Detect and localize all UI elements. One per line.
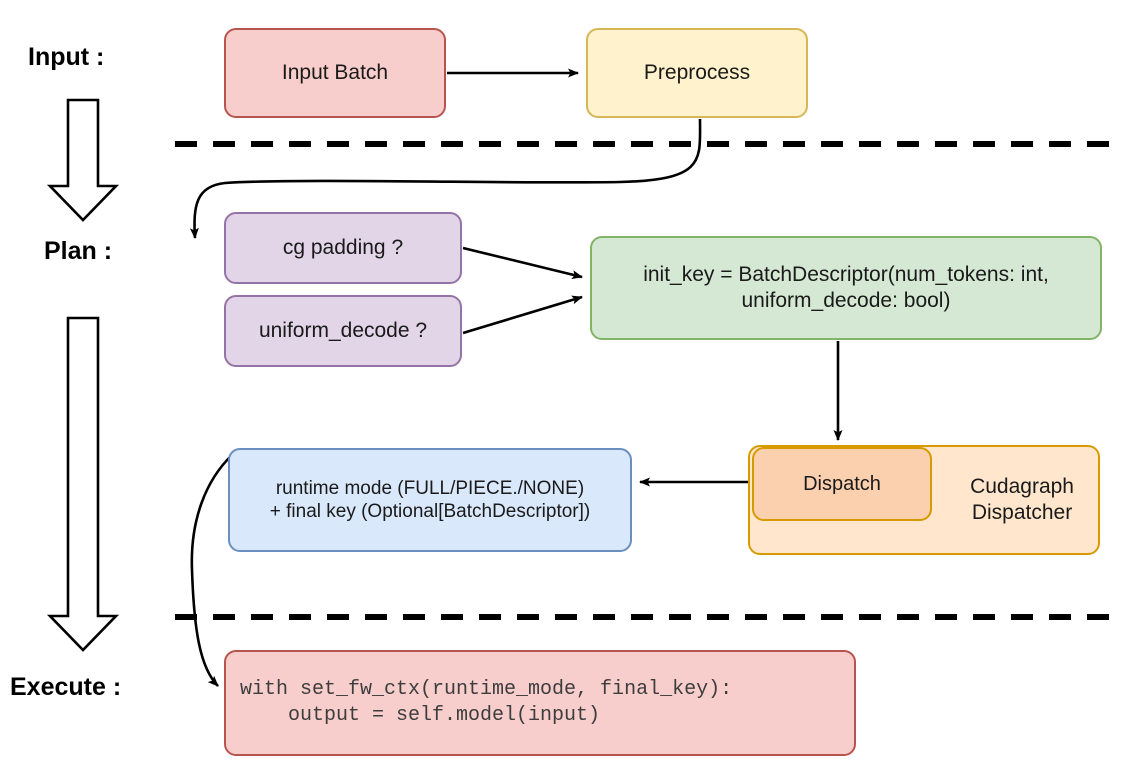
- node-init-key[interactable]: init_key = BatchDescriptor(num_tokens: i…: [590, 236, 1102, 340]
- node-cudagraph-dispatcher-label: Cudagraph Dispatcher: [970, 475, 1074, 524]
- node-preprocess-label: Preprocess: [643, 61, 751, 85]
- stage-label-plan: Plan :: [44, 237, 113, 265]
- runtime-mode-to-execute-code: [190, 454, 233, 687]
- uniform-decode-to-init-key: [462, 295, 583, 335]
- node-input-batch-label: Input Batch: [281, 61, 389, 85]
- plan-to-execute-arrow: [46, 316, 120, 652]
- node-cg-padding-label: cg padding ?: [282, 236, 404, 260]
- node-preprocess[interactable]: Preprocess: [586, 28, 808, 118]
- node-input-batch[interactable]: Input Batch: [224, 28, 446, 118]
- node-execute-code-text: with set_fw_ctx(runtime_mode, final_key)…: [240, 677, 733, 727]
- stage-label-execute: Execute :: [10, 673, 122, 701]
- stage-label-input: Input :: [28, 43, 105, 71]
- cg-padding-to-init-key: [462, 246, 583, 280]
- node-init-key-label: init_key = BatchDescriptor(num_tokens: i…: [643, 263, 1049, 312]
- node-cg-padding[interactable]: cg padding ?: [224, 212, 462, 284]
- node-execute-code[interactable]: with set_fw_ctx(runtime_mode, final_key)…: [224, 650, 856, 756]
- node-runtime-mode-label: runtime mode (FULL/PIECE./NONE) + final …: [269, 477, 591, 522]
- node-uniform-decode-label: uniform_decode ?: [258, 319, 428, 343]
- input-to-plan-arrow: [46, 98, 120, 222]
- node-runtime-mode[interactable]: runtime mode (FULL/PIECE./NONE) + final …: [228, 448, 632, 552]
- node-dispatch-label: Dispatch: [803, 472, 881, 495]
- node-dispatch[interactable]: Dispatch: [752, 447, 932, 521]
- node-uniform-decode[interactable]: uniform_decode ?: [224, 295, 462, 367]
